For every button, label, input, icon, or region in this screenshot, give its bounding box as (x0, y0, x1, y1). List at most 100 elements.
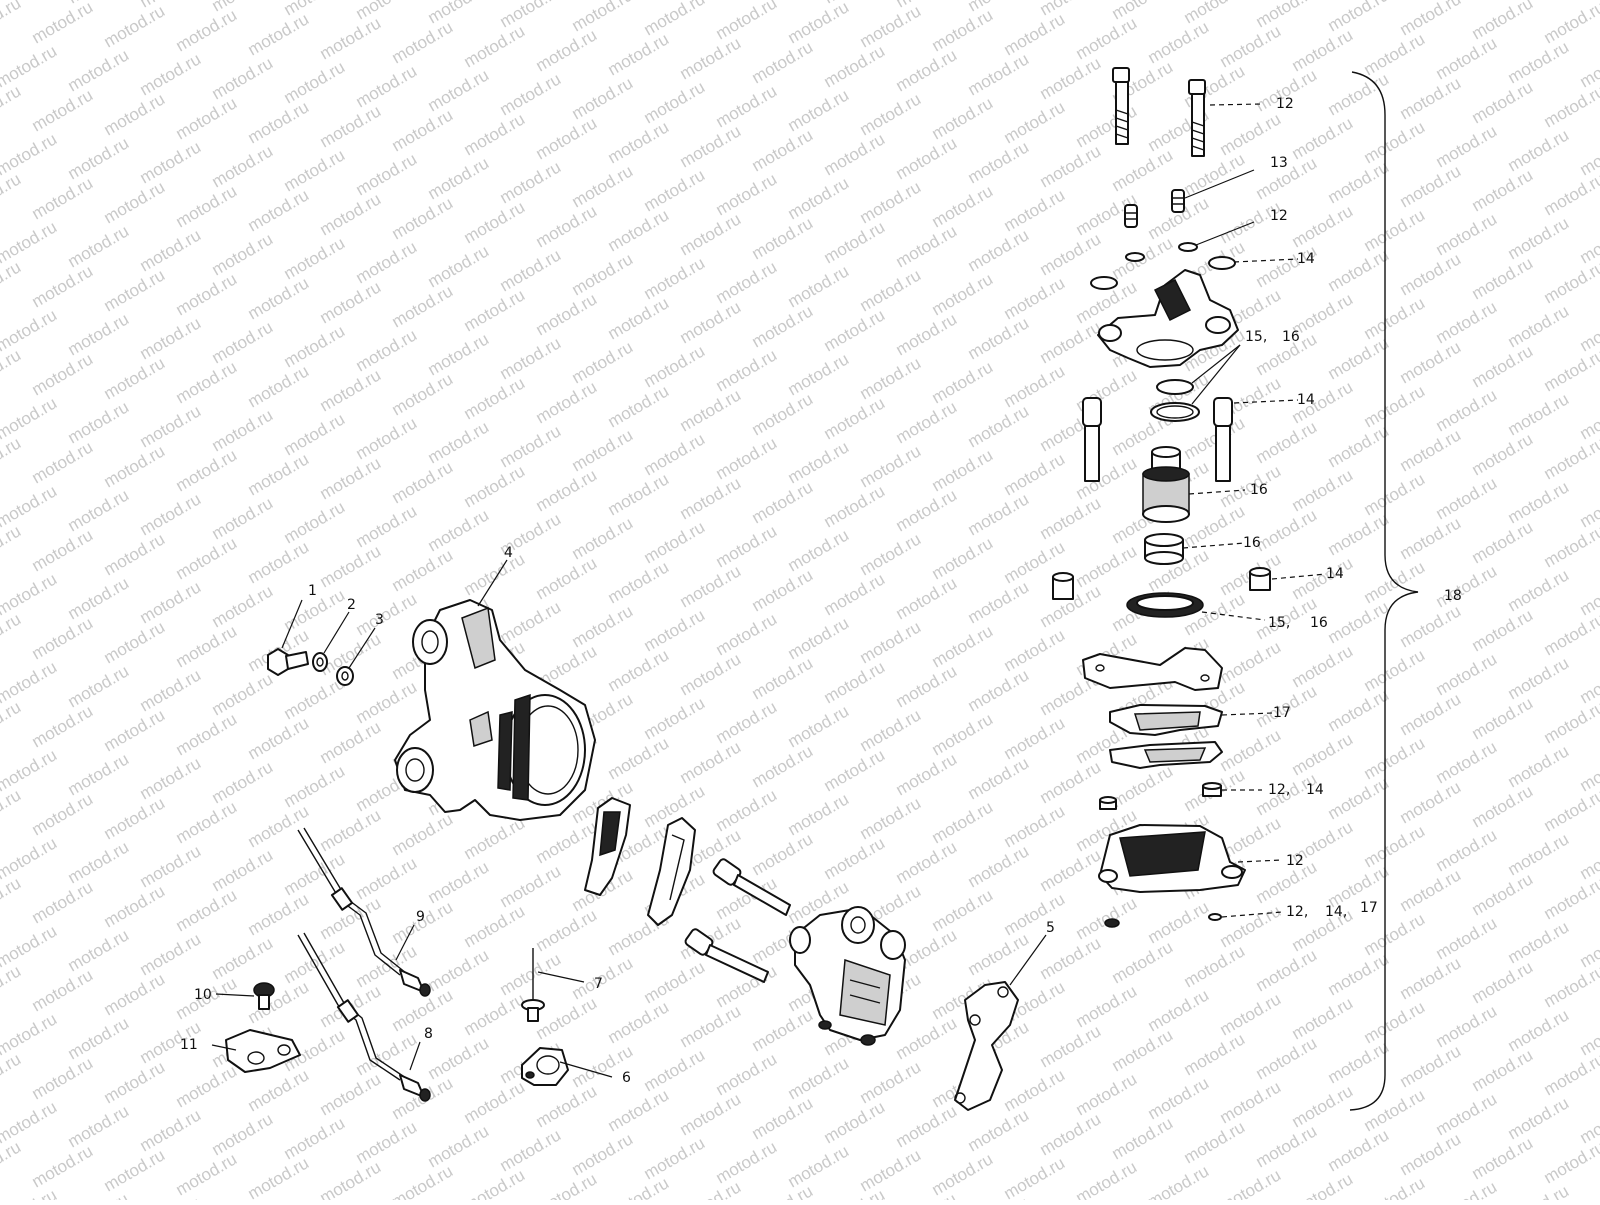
watermark-text: motod.ru (1217, 989, 1285, 1039)
watermark-text: motod.ru (65, 925, 133, 975)
watermark-text: motod.ru (209, 53, 277, 103)
watermark-text: motod.ru (353, 413, 421, 463)
watermark-text: motod.ru (1361, 29, 1429, 79)
watermark-text: motod.ru (245, 449, 313, 499)
watermark-text: motod.ru (569, 249, 637, 299)
watermark-text: motod.ru (317, 453, 385, 503)
watermark-text: motod.ru (713, 1137, 781, 1187)
watermark-text: motod.ru (281, 409, 349, 459)
watermark-text: motod.ru (641, 605, 709, 655)
watermark-text: motod.ru (1361, 381, 1429, 431)
watermark-text: motod.ru (1433, 737, 1501, 787)
watermark-text: motod.ru (1397, 0, 1465, 39)
watermark-text: motod.ru (497, 1125, 565, 1175)
watermark-text: motod.ru (749, 565, 817, 615)
watermark-text: motod.ru (1037, 493, 1105, 543)
watermark-text: motod.ru (893, 573, 961, 623)
watermark-text: motod.ru (425, 417, 493, 467)
watermark-text: motod.ru (173, 621, 241, 671)
watermark-text: motod.ru (677, 33, 745, 83)
watermark-text: motod.ru (1037, 53, 1105, 103)
watermark-text: motod.ru (893, 661, 961, 711)
watermark-text: motod.ru (245, 185, 313, 235)
watermark-text: motod.ru (0, 1185, 60, 1200)
watermark-text: motod.ru (1217, 1077, 1285, 1127)
watermark-text: motod.ru (461, 549, 529, 599)
watermark-text: motod.ru (173, 181, 241, 231)
watermark-text: motod.ru (569, 425, 637, 475)
watermark-text: motod.ru (569, 513, 637, 563)
watermark-text: motod.ru (425, 505, 493, 555)
watermark-text: motod.ru (893, 837, 961, 887)
watermark-text: motod.ru (245, 1065, 313, 1115)
watermark-text: motod.ru (1397, 865, 1465, 915)
watermark-text: motod.ru (29, 701, 97, 751)
callout-4: 4 (504, 545, 513, 561)
watermark-text: motod.ru (929, 621, 997, 671)
callout-14-a: 14 (1297, 251, 1315, 267)
watermark-text: motod.ru (65, 309, 133, 359)
watermark-text: motod.ru (1073, 981, 1141, 1031)
watermark-text: motod.ru (317, 1069, 385, 1119)
watermark-text: motod.ru (785, 1141, 853, 1191)
watermark-text: motod.ru (641, 77, 709, 127)
watermark-text: motod.ru (821, 481, 889, 531)
watermark-text: motod.ru (65, 661, 133, 711)
brake-pad-part-17-lower (1110, 742, 1222, 768)
watermark-text: motod.ru (1505, 917, 1573, 967)
watermark-text: motod.ru (0, 169, 24, 219)
watermark-text: motod.ru (1325, 1125, 1393, 1175)
watermark-text: motod.ru (1505, 301, 1573, 351)
watermark-text: motod.ru (1469, 165, 1537, 215)
watermark-text: motod.ru (605, 645, 673, 695)
watermark-text: motod.ru (749, 477, 817, 527)
watermark-text: motod.ru (1361, 909, 1429, 959)
watermark-text: motod.ru (1289, 993, 1357, 1043)
watermark-text: motod.ru (677, 649, 745, 699)
watermark-text: motod.ru (0, 961, 24, 1011)
watermark-text: motod.ru (785, 0, 853, 47)
tiny-part-left (1105, 919, 1119, 927)
watermark-text: motod.ru (1433, 825, 1501, 875)
watermark-text: motod.ru (0, 521, 24, 571)
watermark-text: motod.ru (497, 69, 565, 119)
watermark-text: motod.ru (1109, 937, 1177, 987)
washer-part-3 (337, 667, 353, 685)
callout-12-top: 12 (1276, 96, 1294, 112)
watermark-text: motod.ru (1253, 417, 1321, 467)
watermark-text: motod.ru (317, 101, 385, 151)
watermark-text: motod.ru (893, 749, 961, 799)
bushing-left (1053, 573, 1073, 599)
watermark-text: motod.ru (677, 121, 745, 171)
piston-insert-part-16 (1145, 534, 1183, 564)
watermark-text: motod.ru (65, 837, 133, 887)
watermark-text: motod.ru (0, 609, 24, 659)
watermark-text: motod.ru (1217, 1165, 1285, 1200)
watermark-text: motod.ru (353, 325, 421, 375)
watermark-text: motod.ru (713, 0, 781, 43)
watermark-text: motod.ru (1397, 777, 1465, 827)
watermark-text: motod.ru (533, 25, 601, 75)
watermark-text: motod.ru (1433, 1089, 1501, 1139)
watermark-text: motod.ru (137, 225, 205, 275)
callout-17-b: 17 (1360, 900, 1378, 916)
watermark-text: motod.ru (209, 1109, 277, 1159)
watermark-text: motod.ru (965, 313, 1033, 363)
watermark-text: motod.ru (29, 349, 97, 399)
watermark-text: motod.ru (1109, 761, 1177, 811)
watermark-text: motod.ru (965, 841, 1033, 891)
watermark-text: motod.ru (209, 669, 277, 719)
watermark-text: motod.ru (1325, 509, 1393, 559)
watermark-text: motod.ru (1253, 1121, 1321, 1171)
watermark-text: motod.ru (965, 225, 1033, 275)
watermark-text: motod.ru (1145, 17, 1213, 67)
watermark-text: motod.ru (497, 333, 565, 383)
watermark-text: motod.ru (317, 717, 385, 767)
watermark-text: motod.ru (965, 489, 1033, 539)
watermark-text: motod.ru (857, 441, 925, 491)
watermark-text: motod.ru (1001, 713, 1069, 763)
watermark-text: motod.ru (1109, 1025, 1177, 1075)
watermark-text: motod.ru (1073, 1069, 1141, 1119)
watermark-text: motod.ru (497, 597, 565, 647)
